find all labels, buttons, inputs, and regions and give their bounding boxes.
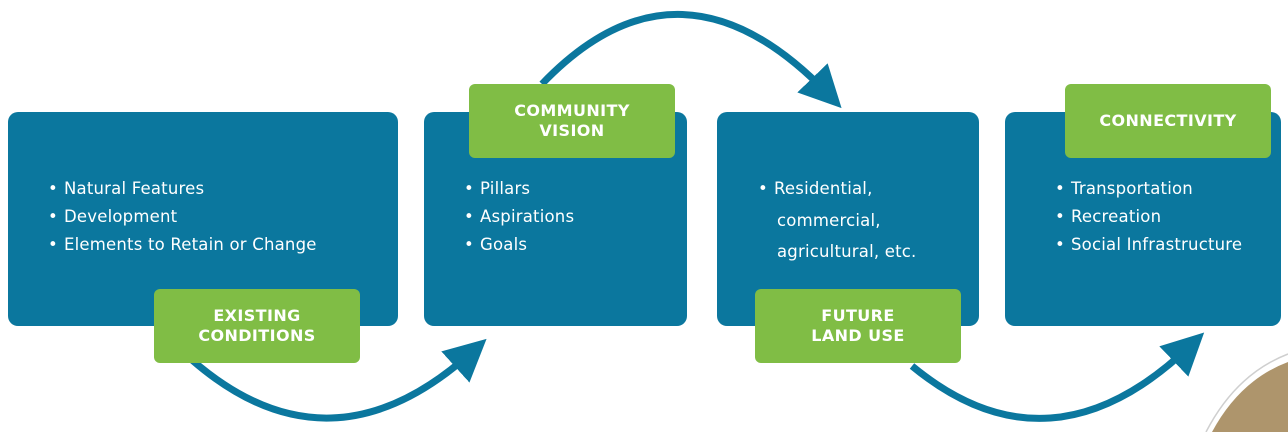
- list-item-continuation: agricultural, etc.: [777, 242, 917, 261]
- stage-list-connectivity: Transportation Recreation Social Infrast…: [1055, 175, 1242, 259]
- list-item: Social Infrastructure: [1055, 231, 1242, 259]
- stage-label-connectivity: CONNECTIVITY: [1065, 84, 1271, 158]
- arrow-existing-to-vision: [189, 338, 487, 422]
- list-item: Recreation: [1055, 203, 1242, 231]
- stage-list-landuse: Residential,: [758, 175, 873, 203]
- arrow-vision-to-landuse: [539, 11, 842, 109]
- stage-label-vision: COMMUNITY VISION: [469, 84, 675, 158]
- list-item: Pillars: [464, 175, 574, 203]
- arrow-landuse-to-connectivity: [909, 332, 1205, 422]
- stage-list-existing: Natural Features Development Elements to…: [48, 175, 317, 259]
- corner-decoration: [1212, 362, 1288, 432]
- list-item: Transportation: [1055, 175, 1242, 203]
- list-item: Natural Features: [48, 175, 317, 203]
- stage-label-landuse: FUTURE LAND USE: [755, 289, 961, 363]
- list-item: Aspirations: [464, 203, 574, 231]
- list-item-continuation: commercial,: [777, 211, 881, 230]
- list-item: Elements to Retain or Change: [48, 231, 317, 259]
- stage-list-vision: Pillars Aspirations Goals: [464, 175, 574, 259]
- list-item: Development: [48, 203, 317, 231]
- stage-label-existing: EXISTING CONDITIONS: [154, 289, 360, 363]
- list-item: Goals: [464, 231, 574, 259]
- list-item: Residential,: [758, 175, 873, 203]
